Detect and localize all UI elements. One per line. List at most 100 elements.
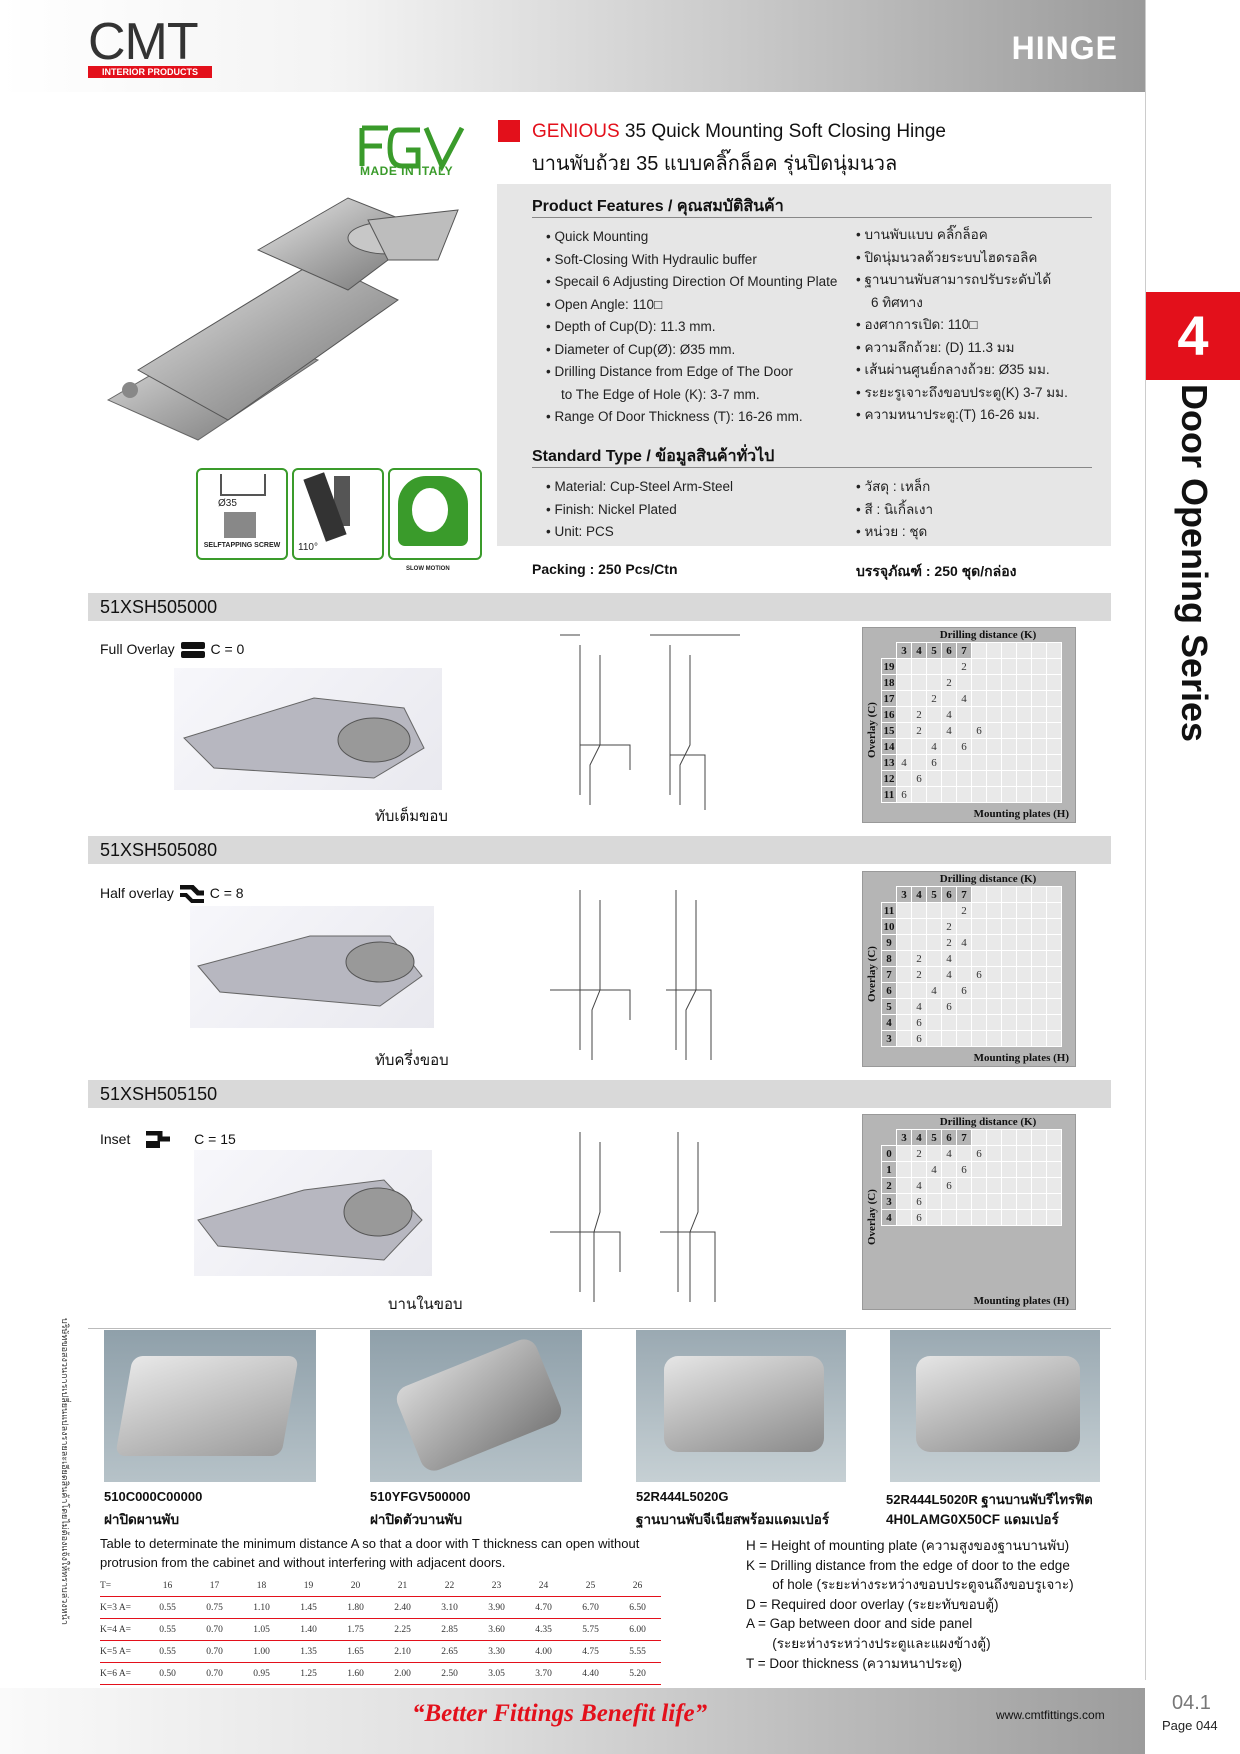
- a-table-cell: 5.20: [614, 1662, 661, 1685]
- packing-en: Packing : 250 Pcs/Ctn: [532, 561, 678, 577]
- drilling-row-header: 3: [881, 1030, 897, 1047]
- features-list-th: บานพับแบบ คลิ๊กล็อคปิดนุ่มนวลด้วยระบบไฮด…: [856, 224, 1106, 427]
- a-table-cell: 6.50: [614, 1596, 661, 1619]
- page-number: 04.1: [1172, 1692, 1211, 1714]
- drilling-col-header: 3: [896, 1129, 912, 1146]
- a-table-cell: 1.35: [285, 1640, 332, 1663]
- a-table-cell: K=3 A=: [100, 1596, 144, 1619]
- a-table-cell: 0.75: [191, 1596, 238, 1619]
- a-table-header-cell: 17: [191, 1575, 238, 1597]
- page-label: Page 044: [1162, 1718, 1218, 1733]
- a-table-cell: 1.00: [238, 1640, 285, 1663]
- side-divider: [1145, 0, 1146, 1680]
- accessory-code-2: 510YFGV500000: [370, 1489, 471, 1504]
- a-table-cell: 2.25: [379, 1618, 426, 1641]
- drilling-row-header: 11: [881, 902, 897, 919]
- drilling-value: 4: [926, 1161, 942, 1178]
- a-table-cell: 1.05: [238, 1618, 285, 1641]
- drilling-plates-label: Mounting plates (H): [973, 808, 1069, 820]
- a-table-cell: 1.80: [332, 1596, 379, 1619]
- a-table-cell: 2.00: [379, 1662, 426, 1685]
- a-table-cell: 4.70: [520, 1596, 567, 1619]
- accessory-divider: [88, 1328, 1111, 1329]
- drilling-value: 2: [941, 918, 957, 935]
- a-table-cell: 4.35: [520, 1618, 567, 1641]
- made-in-italy: MADE IN ITALY: [360, 164, 454, 178]
- drilling-value: 6: [971, 966, 987, 983]
- drilling-row-header: 15: [881, 722, 897, 739]
- drilling-value: 4: [911, 998, 927, 1015]
- a-table-cell: 5.55: [614, 1640, 661, 1663]
- cmt-logo-subtitle: INTERIOR PRODUCTS: [88, 66, 212, 78]
- a-table-cell: 0.95: [238, 1662, 285, 1685]
- a-table-cell: 6.00: [614, 1618, 661, 1641]
- footer-bar: [0, 1688, 1145, 1754]
- a-table-cell: 1.60: [332, 1662, 379, 1685]
- drilling-col-header: 4: [911, 1129, 927, 1146]
- cmt-logo: CMT: [88, 13, 199, 71]
- packing-th: บรรจุภัณฑ์ : 250 ชุด/กล่อง: [856, 563, 1017, 579]
- drilling-value: 4: [956, 934, 972, 951]
- standard-heading: Standard Type / ข้อมูลสินค้าทั่วไป: [532, 448, 775, 465]
- technical-drawing-2: [550, 890, 712, 1060]
- drilling-plates-label: Mounting plates (H): [973, 1295, 1069, 1307]
- website-link[interactable]: www.cmtfittings.com: [996, 1708, 1105, 1722]
- a-table-cell: 0.50: [144, 1662, 191, 1685]
- full-overlay-icon: [180, 642, 205, 659]
- a-table-cell: K=4 A=: [100, 1618, 144, 1641]
- drilling-value: 6: [896, 786, 912, 803]
- drilling-row-header: 18: [881, 674, 897, 691]
- a-table-cell: 2.40: [379, 1596, 426, 1619]
- a-table-cell: 2.65: [426, 1640, 473, 1663]
- drilling-value: 6: [911, 1193, 927, 1210]
- minimum-distance-note: Table to determinate the minimum distanc…: [100, 1536, 640, 1570]
- drilling-value: 6: [911, 1209, 927, 1226]
- features-rule: [532, 217, 1092, 218]
- drilling-row-header: 0: [881, 1145, 897, 1162]
- overlay-label-2: Half overlay C = 8: [100, 885, 244, 904]
- drilling-value: 2: [956, 658, 972, 675]
- accessory-name-1: ฝาปิดผานพับ: [104, 1512, 180, 1527]
- drilling-row-header: 14: [881, 738, 897, 755]
- opening-angle-icon: 110°: [292, 468, 384, 560]
- drilling-value: 4: [941, 1145, 957, 1162]
- drilling-row-header: 13: [881, 754, 897, 771]
- drilling-value: 6: [941, 998, 957, 1015]
- drilling-col-header: 7: [956, 642, 972, 659]
- overlay-caption-2: ทับครึ่งขอบ: [375, 1052, 449, 1069]
- features-heading: Product Features / คุณสมบัติสินค้า: [532, 198, 784, 215]
- model-bar-2: 51XSH505080: [88, 836, 1111, 864]
- inset-icon: [146, 1131, 171, 1149]
- a-table-cell: 5.75: [567, 1618, 614, 1641]
- a-table-cell: 4.40: [567, 1662, 614, 1685]
- chapter-label: Door Opening Series: [1174, 384, 1215, 743]
- a-table-header-cell: 16: [144, 1575, 191, 1597]
- cup-diagram-icon: Ø35 SELFTAPPING SCREW: [196, 468, 288, 560]
- drilling-col-header: 7: [956, 1129, 972, 1146]
- a-table-header-cell: 25: [567, 1575, 614, 1597]
- drilling-value: 4: [941, 722, 957, 739]
- drilling-value: 2: [926, 690, 942, 707]
- drilling-row-header: 19: [881, 658, 897, 675]
- drilling-overlay-label: Overlay (C): [866, 946, 878, 1002]
- accessory-code-3: 52R444L5020G: [636, 1489, 729, 1504]
- drilling-row-header: 9: [881, 934, 897, 951]
- standard-rule: [532, 467, 1092, 468]
- drilling-value: 6: [911, 770, 927, 787]
- drilling-value: 6: [956, 1161, 972, 1178]
- drilling-row-header: 17: [881, 690, 897, 707]
